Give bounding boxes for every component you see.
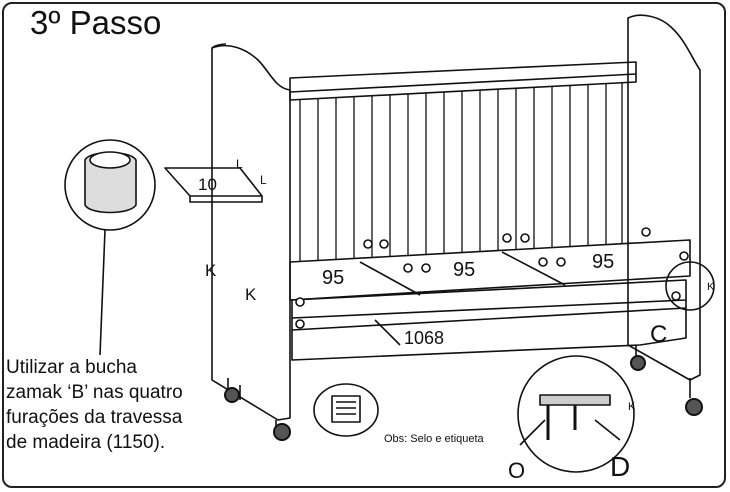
front-rail [291,279,687,319]
wheels [224,355,703,441]
dimension-mid: 95 [453,259,475,281]
dimension-left: 95 [322,267,344,289]
dimension-rail: 1068 [404,328,444,348]
page-frame [2,2,726,488]
part-d-label: D [610,451,630,482]
part-k-label-2: K [245,285,257,304]
part-k-label-3: K [707,281,715,293]
part-k-label-4: K [628,401,636,413]
note-line: furações da travessa [6,407,183,428]
note-line: de madeira (1150). [6,432,166,453]
part-o-label: O [508,458,525,483]
zoom-circle-right [665,261,715,311]
seal-icon [313,383,379,437]
right-leg [635,345,691,398]
top-rail [289,61,637,93]
left-headboard [211,44,291,421]
base-panel [289,239,691,301]
crib-slats [299,82,623,262]
bolts [295,227,689,329]
part-k-label: K [205,261,217,280]
obs-text: Obs: Selo e etiqueta [384,433,485,445]
note-line: zamak ‘B’ nas quatro [6,382,183,403]
shelf-label: 10 [198,175,217,194]
part-l-label: L [236,157,243,171]
dimension-right: 95 [592,251,614,273]
part-l-label-2: L [260,173,267,187]
detail-circle [517,355,635,473]
instruction-note: Utilizar a bucha zamak ‘B’ nas quatro fu… [6,355,183,455]
right-headboard [627,14,701,381]
note-line: Utilizar a bucha [6,357,137,378]
step-title: 3º Passo [30,4,162,41]
zoom-circle-left [64,139,156,231]
part-c-label: C [650,321,667,348]
lower-board [291,308,687,361]
